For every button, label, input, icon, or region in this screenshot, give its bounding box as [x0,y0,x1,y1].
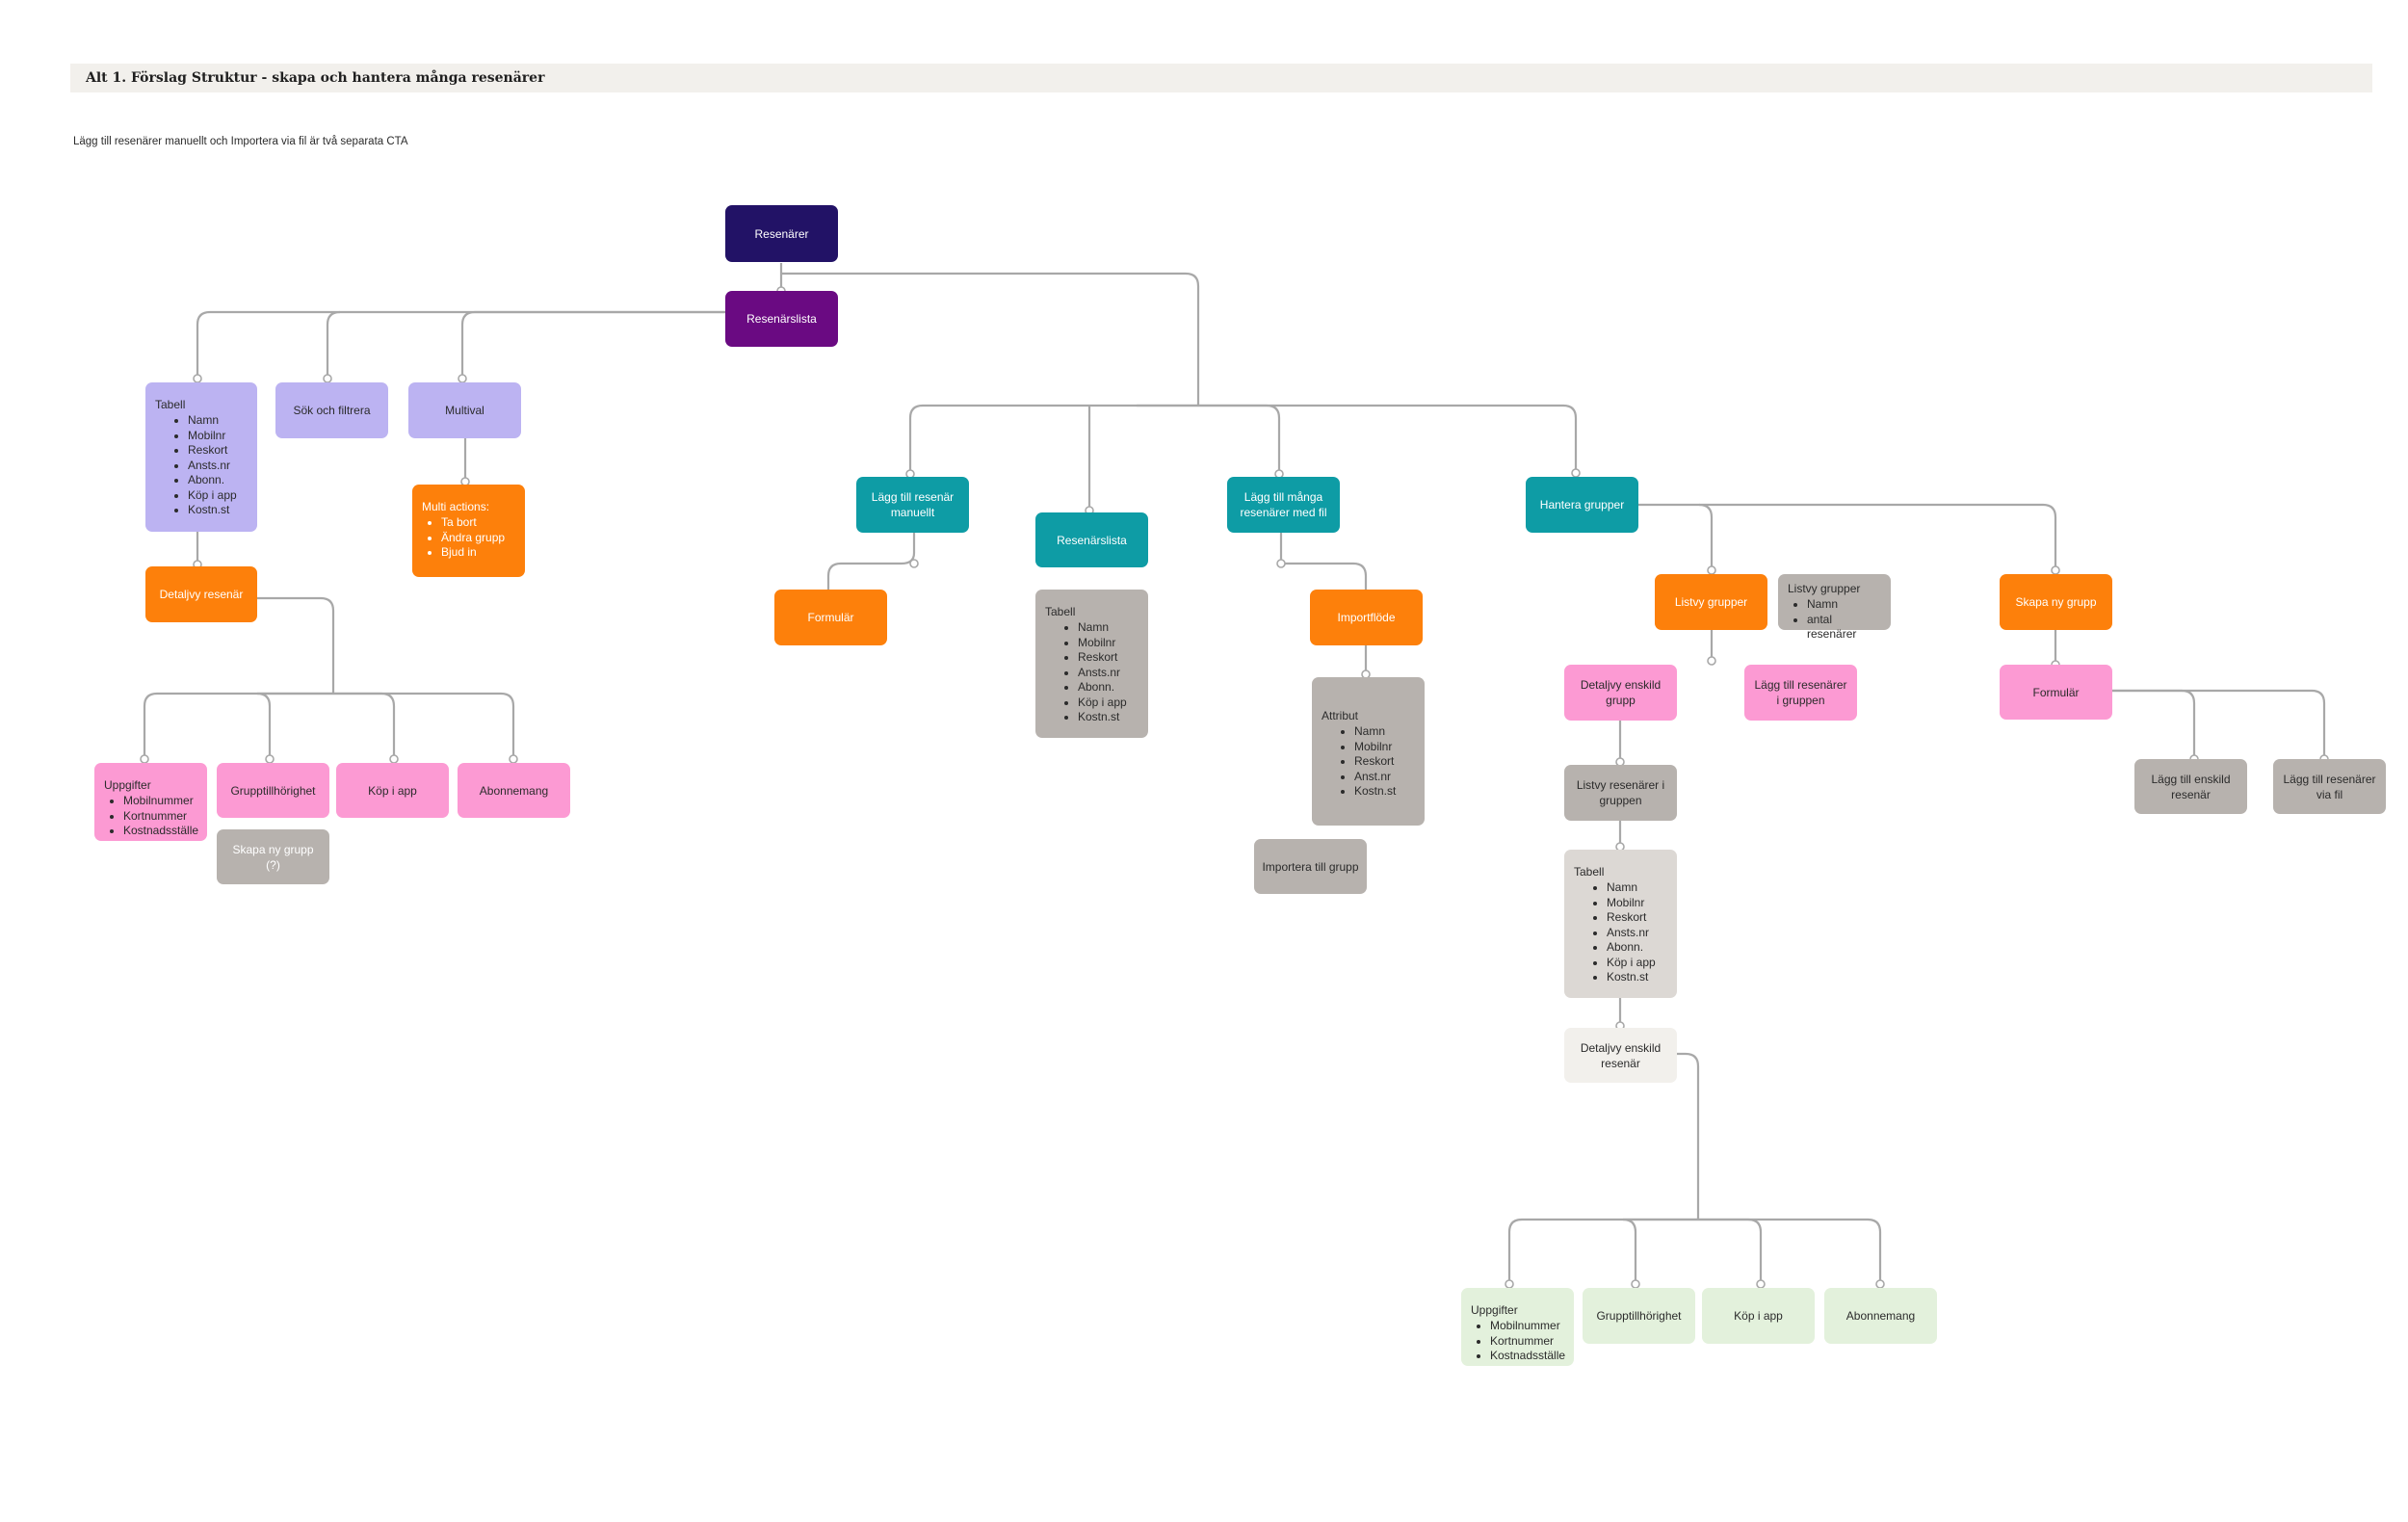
list-item: Kostn.st [1607,970,1667,985]
list-item: Köp i app [1607,956,1667,971]
node-multi-actions-title: Multi actions: [422,500,490,513]
list-item: Ansts.nr [1607,926,1667,941]
node-tabell-left: Tabell Namn Mobilnr Reskort Ansts.nr Abo… [145,382,257,532]
list-item: Abonn. [1078,680,1139,695]
node-lagg-till-i-gruppen: Lägg till resenärer i gruppen [1744,665,1857,721]
list-item: Ansts.nr [1078,666,1139,681]
list-item: Kortnummer [123,809,197,825]
list-item: Kortnummer [1490,1334,1564,1350]
page-title: Alt 1. Förslag Struktur - skapa och hant… [70,64,2372,92]
list-item: Anst.nr [1354,770,1415,785]
list-item: Ändra grupp [441,531,515,546]
list-item: Köp i app [1078,695,1139,711]
list-item: Namn [1807,597,1881,613]
node-resenarslista-mid: Resenärslista [1035,512,1148,567]
node-lagg-till-fil: Lägg till många resenärer med fil [1227,477,1340,533]
list-item: Mobilnr [1078,636,1139,651]
list-item: Kostnadsställe [123,824,198,839]
node-importflode: Importflöde [1310,590,1423,645]
node-hantera-grupper: Hantera grupper [1526,477,1638,533]
list-item: Namn [1078,620,1139,636]
node-attribut: Attribut Namn Mobilnr Reskort Anst.nr Ko… [1312,677,1425,826]
node-abonnemang-bottom: Abonnemang [1824,1288,1937,1344]
list-item: Kostnadsställe [1490,1349,1565,1364]
list-item: Abonn. [1607,940,1667,956]
node-lagg-till-via-fil: Lägg till resenärer via fil [2273,759,2386,814]
list-item: Mobilnr [1607,896,1667,911]
list-item: Ta bort [441,515,515,531]
list-item: Kostn.st [1354,784,1415,800]
list-item: Reskort [1354,754,1415,770]
node-lagg-till-manuellt: Lägg till resenär manuellt [856,477,969,533]
node-uppgifter-bottom: Uppgifter Mobilnummer Kortnummer Kostnad… [1461,1288,1574,1366]
node-detaljvy-resenar: Detaljvy resenär [145,566,257,622]
node-uppgifter-left-title: Uppgifter [104,778,151,792]
node-listvy-grupper-info-title: Listvy grupper [1788,582,1861,595]
list-item: Namn [188,413,248,429]
list-item: Reskort [188,443,248,459]
node-listvy-resenarer: Listvy resenärer i gruppen [1564,765,1677,821]
node-detaljvy-enskild: Detaljvy enskild resenär [1564,1028,1677,1083]
list-item: antal resenärer [1807,613,1881,643]
list-item: Bjud in [441,545,515,561]
node-multi-actions: Multi actions: Ta bort Ändra grupp Bjud … [412,485,525,577]
node-resenarslista: Resenärslista [725,291,838,347]
node-attribut-title: Attribut [1322,709,1359,722]
node-multival: Multival [408,382,521,438]
node-listvy-grupper: Listvy grupper [1655,574,1767,630]
list-item: Köp i app [188,488,248,504]
node-uppgifter-bottom-title: Uppgifter [1471,1303,1518,1317]
node-uppgifter-left: Uppgifter Mobilnummer Kortnummer Kostnad… [94,763,207,841]
node-skapa-ny-grupp-q: Skapa ny grupp (?) [217,829,329,884]
list-item: Mobilnr [1354,740,1415,755]
node-skapa-ny-grupp: Skapa ny grupp [2000,574,2112,630]
list-item: Mobilnummer [123,794,197,809]
list-item: Abonn. [188,473,248,488]
node-tabell-right-title: Tabell [1574,865,1605,879]
node-listvy-grupper-info: Listvy grupper Namn antal resenärer [1778,574,1891,641]
node-abonnemang-left: Abonnemang [458,763,570,818]
list-item: Mobilnr [188,429,248,444]
node-formular-mid: Formulär [774,590,887,645]
node-detaljvy-grupp: Detaljvy enskild grupp [1564,665,1677,721]
node-grupptillhorighet-bottom: Grupptillhörighet [1583,1288,1695,1344]
list-item: Kostn.st [1078,710,1139,725]
list-item: Reskort [1607,910,1667,926]
list-item: Namn [1354,724,1415,740]
node-tabell-right: Tabell Namn Mobilnr Reskort Ansts.nr Abo… [1564,850,1677,998]
node-tabell-left-title: Tabell [155,398,186,411]
node-tabell-mid: Tabell Namn Mobilnr Reskort Ansts.nr Abo… [1035,590,1148,738]
list-item: Mobilnummer [1490,1319,1564,1334]
node-kop-i-app-bottom: Köp i app [1702,1288,1815,1344]
node-sok-filtrera: Sök och filtrera [275,382,388,438]
list-item: Ansts.nr [188,459,248,474]
node-tabell-mid-title: Tabell [1045,605,1076,618]
list-item: Reskort [1078,650,1139,666]
node-resenarer: Resenärer [725,205,838,262]
node-lagg-till-enskild: Lägg till enskild resenär [2134,759,2247,814]
list-item: Kostn.st [188,503,248,518]
node-grupptillhorighet-left: Grupptillhörighet [217,763,329,818]
list-item: Namn [1607,880,1667,896]
node-formular-right: Formulär [2000,665,2112,720]
node-importera-grupp: Importera till grupp [1254,839,1367,894]
page-note: Lägg till resenärer manuellt och Importe… [73,136,408,147]
node-kop-i-app-left: Köp i app [336,763,449,818]
